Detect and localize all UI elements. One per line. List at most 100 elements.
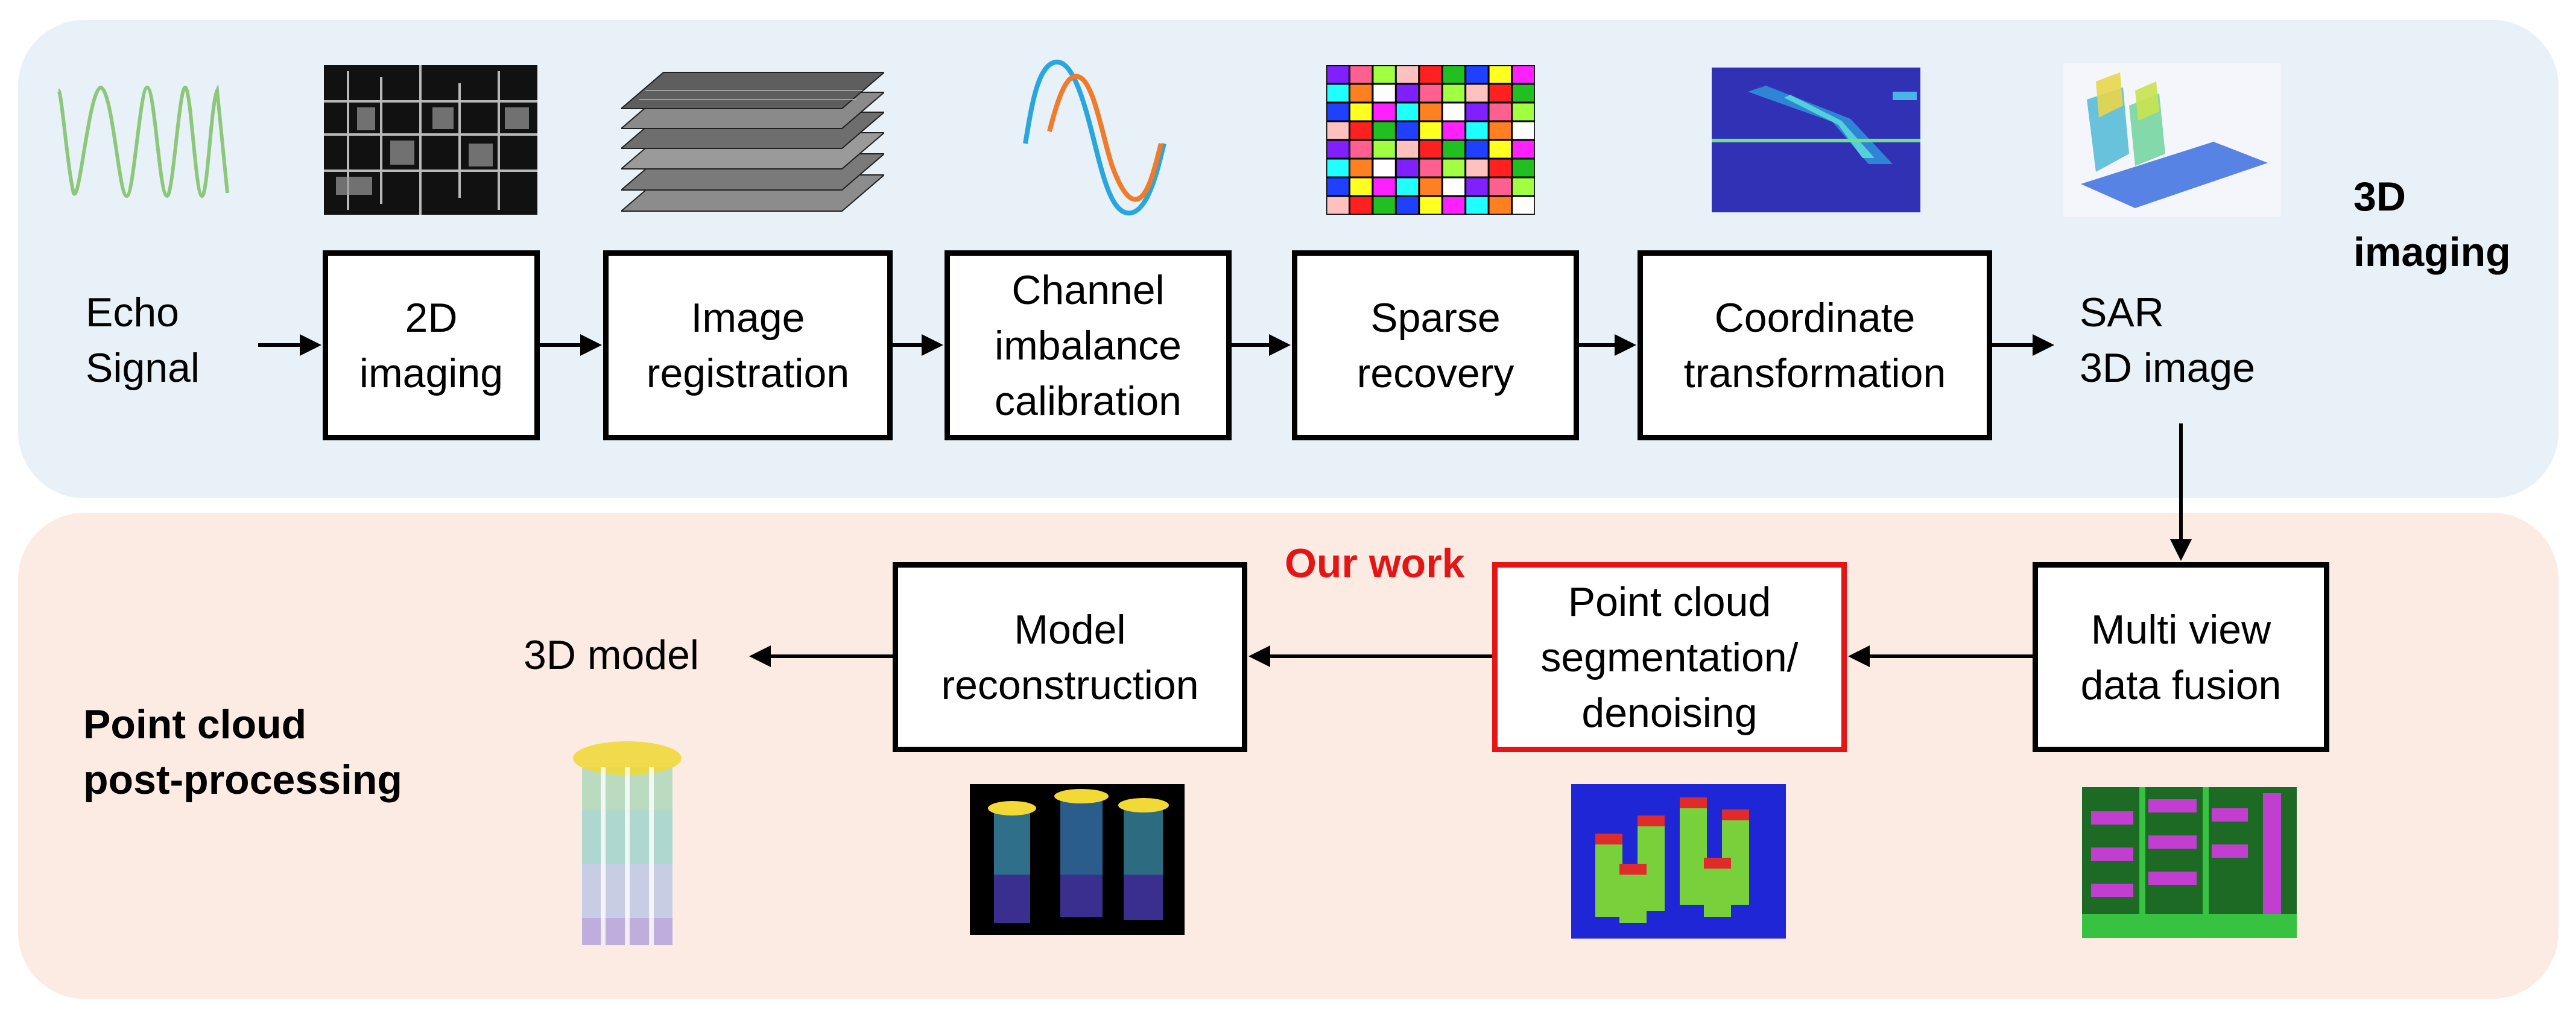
grid-cell bbox=[1443, 103, 1465, 121]
grid-cell bbox=[1350, 66, 1372, 83]
echo-waveform-icon bbox=[57, 84, 229, 198]
grid-cell bbox=[1513, 178, 1534, 195]
grid-cell bbox=[1513, 159, 1534, 177]
model-3d-label: 3D model bbox=[524, 632, 700, 678]
coordinate-transformation-label: Coordinate transformation bbox=[1683, 294, 1946, 396]
two-phase-signal-icon bbox=[1023, 59, 1166, 216]
channel-calibration-box: Channel imbalance calibration bbox=[945, 250, 1232, 440]
grid-cell bbox=[1420, 84, 1441, 102]
grid-cell bbox=[1420, 197, 1441, 214]
grid-cell bbox=[1420, 103, 1441, 121]
grid-cell bbox=[1350, 141, 1372, 158]
grid-cell bbox=[1513, 103, 1534, 121]
reconstructed-buildings-thumbnail bbox=[970, 784, 1185, 935]
grid-cell bbox=[1327, 66, 1349, 83]
segmented-buildings-thumbnail bbox=[1571, 784, 1786, 939]
grid-cell bbox=[1489, 66, 1511, 83]
model-reconstruction-box: Model reconstruction bbox=[893, 562, 1247, 752]
grid-cell bbox=[1513, 122, 1534, 139]
grid-cell bbox=[1466, 122, 1488, 139]
image-registration-box: Image registration bbox=[603, 250, 893, 440]
grid-cell bbox=[1466, 103, 1488, 121]
imaging-2d-box: 2D imaging bbox=[323, 250, 540, 440]
grid-cell bbox=[1373, 159, 1395, 177]
single-building-model-thumbnail bbox=[573, 741, 682, 945]
grid-cell bbox=[1443, 159, 1465, 177]
grid-cell bbox=[1489, 103, 1511, 121]
grid-cell bbox=[1350, 197, 1372, 214]
grid-cell bbox=[1443, 84, 1465, 102]
sparse-recovery-box: Sparse recovery bbox=[1292, 250, 1579, 440]
grid-cell bbox=[1513, 197, 1534, 214]
fusion-pointcloud-thumbnail bbox=[2082, 787, 2297, 938]
grid-cell bbox=[1350, 159, 1372, 177]
grid-cell bbox=[1327, 84, 1349, 102]
our-work-label: Our work bbox=[1285, 540, 1465, 586]
imaging-section-title: 3D imaging bbox=[2353, 174, 2511, 275]
sar-3d-image-label: SAR 3D image bbox=[2080, 290, 2256, 391]
grid-cell bbox=[1373, 141, 1395, 158]
grid-cell bbox=[1350, 122, 1372, 139]
grid-cell bbox=[1396, 159, 1419, 177]
image-stack-icon bbox=[621, 72, 884, 212]
coordinate-heatmap-thumbnail bbox=[1712, 68, 1920, 212]
grid-cell bbox=[1466, 84, 1488, 102]
grid-cell bbox=[1396, 197, 1419, 214]
grid-cell bbox=[1327, 141, 1349, 158]
grid-cell bbox=[1373, 178, 1395, 195]
grid-cell bbox=[1420, 122, 1441, 139]
sparse-recovery-label: Sparse recovery bbox=[1356, 294, 1514, 396]
grid-cell bbox=[1420, 66, 1441, 83]
grid-cell bbox=[1443, 178, 1465, 195]
segmentation-box: Point cloud segmentation/ denoising bbox=[1492, 562, 1847, 752]
grid-cell bbox=[1327, 103, 1349, 121]
multi-view-fusion-box: Multi view data fusion bbox=[2033, 562, 2329, 752]
grid-cell bbox=[1350, 178, 1372, 195]
grid-cell bbox=[1489, 84, 1511, 102]
post-processing-section-title: Point cloud post-processing bbox=[83, 702, 402, 803]
grid-cell bbox=[1420, 141, 1441, 158]
grid-cell bbox=[1373, 84, 1395, 102]
sparse-color-grid-icon bbox=[1326, 65, 1535, 215]
grid-cell bbox=[1489, 122, 1511, 139]
grid-cell bbox=[1489, 178, 1511, 195]
segmentation-label: Point cloud segmentation/ denoising bbox=[1540, 578, 1799, 736]
echo-signal-label: Echo Signal bbox=[86, 290, 200, 391]
grid-cell bbox=[1466, 66, 1488, 83]
grid-cell bbox=[1327, 159, 1349, 177]
grid-cell bbox=[1373, 66, 1395, 83]
grid-cell bbox=[1396, 103, 1419, 121]
grid-cell bbox=[1396, 84, 1419, 102]
channel-calibration-label: Channel imbalance calibration bbox=[995, 267, 1182, 424]
multi-view-fusion-label: Multi view data fusion bbox=[2080, 606, 2282, 708]
grid-cell bbox=[1513, 141, 1534, 158]
grid-cell bbox=[1396, 122, 1419, 139]
grid-cell bbox=[1327, 122, 1349, 139]
sar-3d-pointcloud-thumbnail bbox=[2063, 63, 2281, 217]
grid-cell bbox=[1466, 197, 1488, 214]
grid-cell bbox=[1513, 84, 1534, 102]
grid-cell bbox=[1443, 66, 1465, 83]
grid-cell bbox=[1513, 66, 1534, 83]
sar-2d-image-thumbnail bbox=[324, 65, 537, 215]
grid-cell bbox=[1420, 178, 1441, 195]
grid-cell bbox=[1443, 122, 1465, 139]
grid-cell bbox=[1350, 103, 1372, 121]
grid-cell bbox=[1420, 159, 1441, 177]
coordinate-transformation-box: Coordinate transformation bbox=[1638, 250, 1992, 440]
grid-cell bbox=[1466, 141, 1488, 158]
grid-cell bbox=[1327, 178, 1349, 195]
grid-cell bbox=[1373, 103, 1395, 121]
grid-cell bbox=[1373, 197, 1395, 214]
grid-cell bbox=[1443, 197, 1465, 214]
grid-cell bbox=[1396, 66, 1419, 83]
model-reconstruction-label: Model reconstruction bbox=[941, 606, 1199, 708]
image-registration-label: Image registration bbox=[646, 294, 850, 396]
grid-cell bbox=[1466, 159, 1488, 177]
grid-cell bbox=[1396, 178, 1419, 195]
grid-cell bbox=[1466, 178, 1488, 195]
grid-cell bbox=[1489, 159, 1511, 177]
grid-cell bbox=[1373, 122, 1395, 139]
